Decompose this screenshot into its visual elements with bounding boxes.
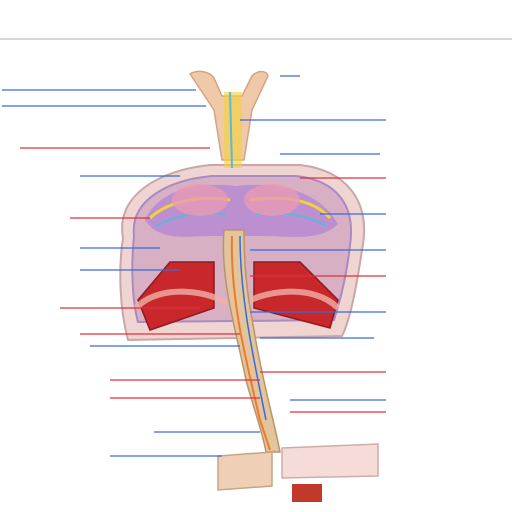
left-lobe — [172, 184, 228, 216]
carotid-line — [229, 91, 233, 169]
base-piece — [292, 484, 322, 502]
left-diaphragm — [137, 261, 215, 331]
sacral-block-right — [281, 443, 379, 479]
left-lower-rib — [133, 288, 229, 311]
trachea-core — [224, 92, 242, 168]
thorax-illustration — [119, 70, 379, 502]
spinal-column — [222, 229, 281, 453]
sacral-block-left — [217, 451, 273, 491]
right-lobe — [244, 184, 300, 216]
right-lower-rib — [242, 288, 341, 311]
aorta-line — [230, 235, 271, 451]
leader-lines — [2, 75, 386, 457]
vena-line — [239, 235, 267, 421]
